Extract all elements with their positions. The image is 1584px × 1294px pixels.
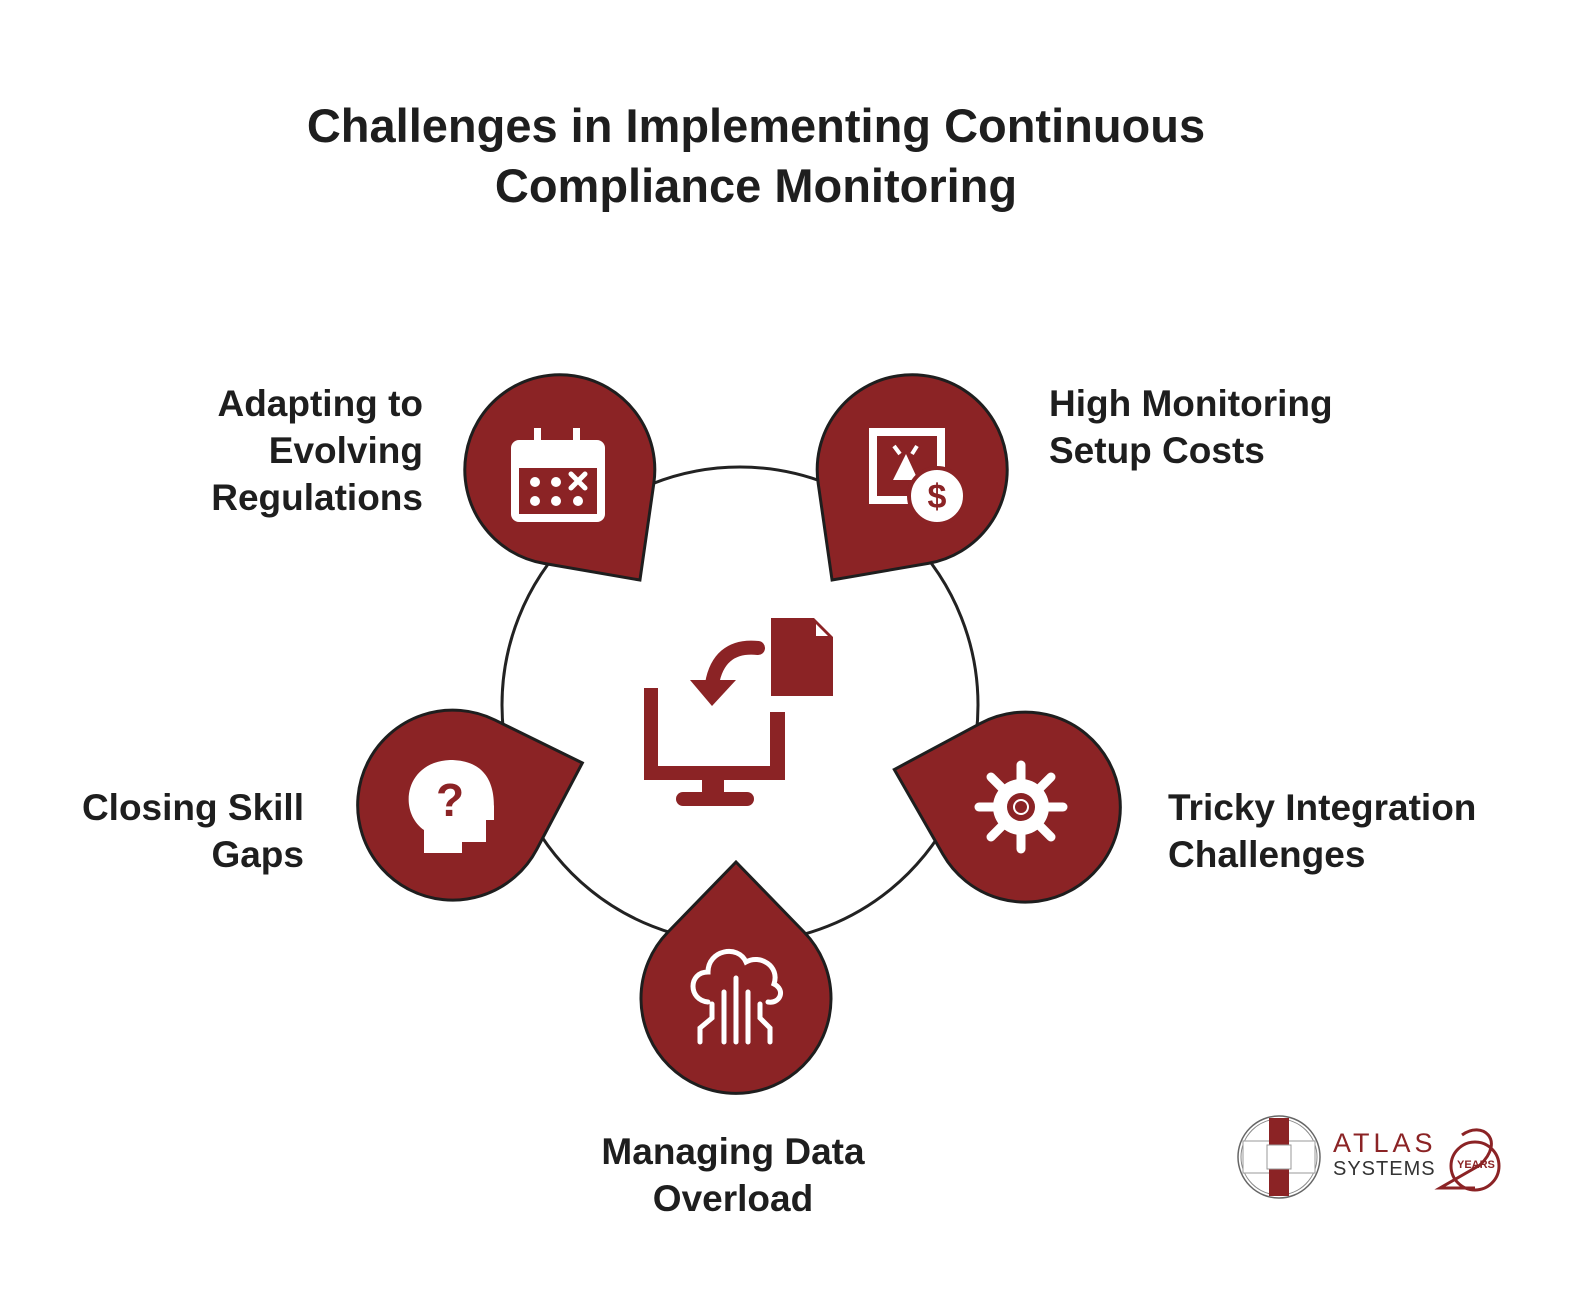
atlas-logo (1237, 1115, 1501, 1199)
svg-text:$: $ (928, 478, 947, 516)
calendar-icon (511, 428, 605, 522)
page-title: Challenges in Implementing Continuous Co… (306, 99, 1206, 212)
logo-sub: SYSTEMS (1333, 1158, 1436, 1180)
svg-text:?: ? (436, 774, 464, 826)
label-adapting: Adapting to Evolving Regulations (211, 383, 423, 518)
logo-name: ATLAS (1333, 1128, 1437, 1158)
pin-costs (753, 335, 1047, 638)
monitor-file-transfer-icon (644, 618, 833, 806)
cost-image-dollar-icon: $ (869, 428, 967, 526)
label-costs: High Monitoring Setup Costs (1049, 383, 1333, 471)
label-data: Managing Data Overload (601, 1131, 865, 1219)
head-question-icon: ? (408, 760, 494, 853)
logo-years: YEARS (1457, 1159, 1495, 1171)
label-integration: Tricky Integration Challenges (1168, 787, 1477, 875)
cloud-data-icon (690, 949, 784, 1045)
gear-icon (974, 760, 1068, 854)
label-skills: Closing Skill Gaps (81, 787, 304, 875)
